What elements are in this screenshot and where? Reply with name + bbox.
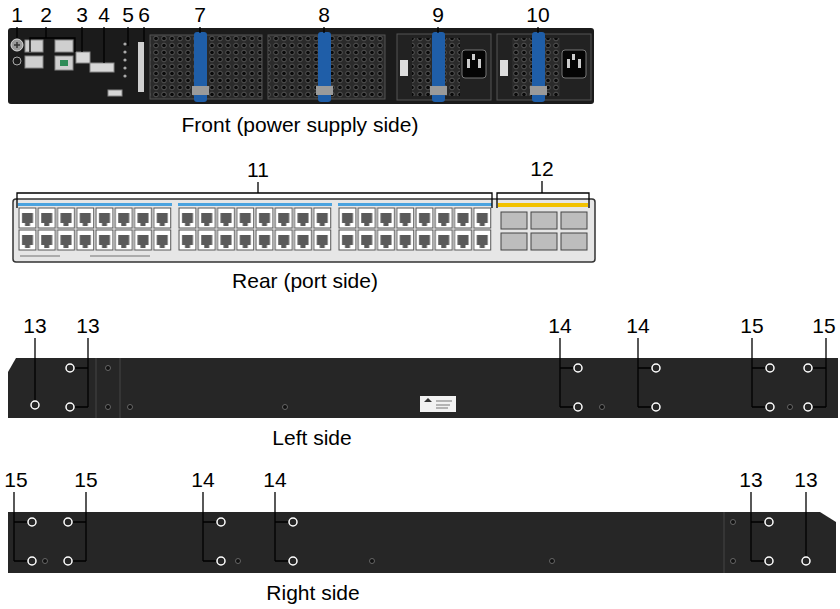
callout-number: 7 xyxy=(194,4,206,25)
callout-number: 15 xyxy=(812,315,835,336)
callout-number: 15 xyxy=(4,469,27,490)
callout-number: 3 xyxy=(76,4,88,25)
view-caption: Right side xyxy=(266,582,359,603)
left-side-panel xyxy=(8,358,838,418)
leader-line xyxy=(17,27,538,63)
callout-number: 1 xyxy=(11,4,23,25)
callout-number: 14 xyxy=(191,469,214,490)
callout-number: 5 xyxy=(122,4,134,25)
callout-number: 2 xyxy=(40,4,52,25)
callout-number: 14 xyxy=(626,315,649,336)
callout-number: 14 xyxy=(548,315,571,336)
callout-number: 15 xyxy=(740,315,763,336)
callout-number: 8 xyxy=(318,4,330,25)
view-caption: Left side xyxy=(272,427,351,448)
callout-number: 6 xyxy=(138,4,150,25)
callout-number: 4 xyxy=(98,4,110,25)
screw xyxy=(106,366,793,410)
view-caption: Front (power supply side) xyxy=(182,114,419,135)
callout-number: 13 xyxy=(739,469,762,490)
bracket-line xyxy=(17,181,589,208)
leader-line xyxy=(35,338,826,407)
callout-number: 11 xyxy=(247,159,269,180)
callout-number: 13 xyxy=(76,315,99,336)
screw-hole xyxy=(31,364,812,411)
screw xyxy=(43,520,736,564)
callout-number: 9 xyxy=(432,4,444,25)
front-panel xyxy=(8,28,594,104)
callout-number: 13 xyxy=(794,469,817,490)
callout-number: 14 xyxy=(263,469,286,490)
leader-line xyxy=(14,492,806,561)
callout-number: 12 xyxy=(530,158,553,179)
rear-panel xyxy=(13,199,595,262)
callout-number: 15 xyxy=(74,469,97,490)
screw-hole xyxy=(28,518,810,565)
right-side-panel xyxy=(8,512,836,573)
callout-number: 13 xyxy=(23,315,46,336)
callout-number: 10 xyxy=(526,4,549,25)
view-caption: Rear (port side) xyxy=(232,270,378,291)
